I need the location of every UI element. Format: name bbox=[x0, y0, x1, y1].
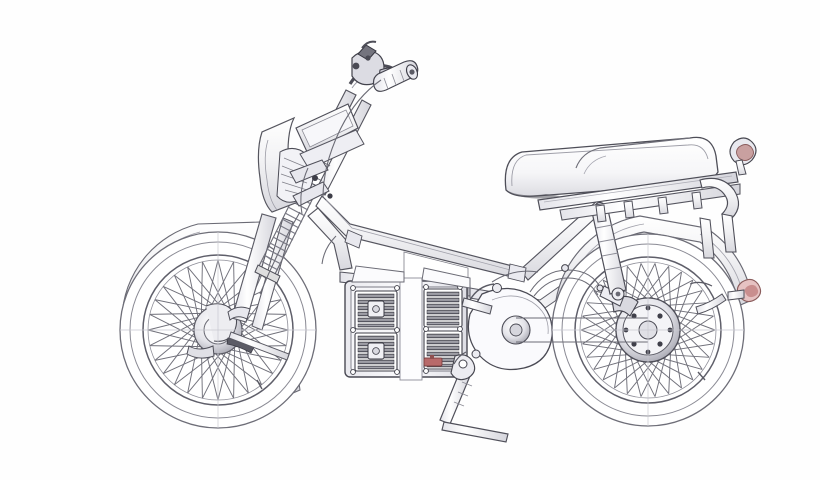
ghost-construction-lines bbox=[120, 232, 744, 428]
battery-box bbox=[344, 265, 471, 381]
rear-rack bbox=[537, 171, 741, 259]
handgrip bbox=[372, 60, 419, 92]
drive-belt bbox=[516, 317, 648, 343]
battery-connector bbox=[423, 355, 443, 367]
tail-light bbox=[729, 137, 757, 176]
headlight bbox=[257, 103, 365, 213]
battery-module-right bbox=[423, 288, 463, 370]
front-brake-cable bbox=[259, 79, 382, 295]
handlebar bbox=[348, 40, 419, 92]
kickstand bbox=[439, 354, 509, 443]
footpeg bbox=[461, 297, 493, 315]
battery-module-left bbox=[354, 290, 398, 372]
battery-strap bbox=[399, 277, 423, 381]
turn-signal-rear bbox=[689, 278, 762, 315]
wiring-harness bbox=[300, 167, 604, 297]
